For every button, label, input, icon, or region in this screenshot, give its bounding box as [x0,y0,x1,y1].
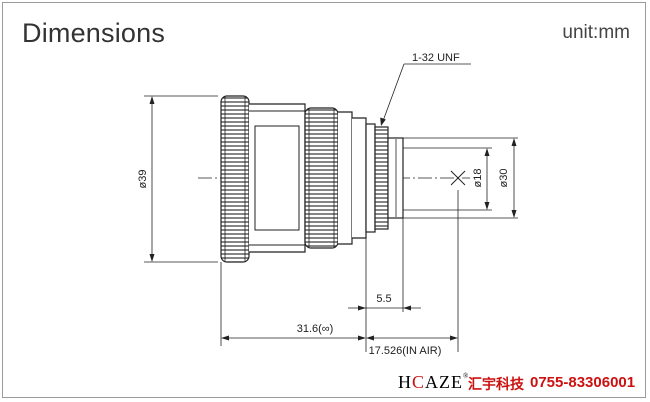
dim-length: 31.6(∞) [221,323,366,341]
front-focus-ring [220,95,250,263]
inner-diameter-label: ø18 [472,169,484,188]
dim-flange-depth: 5.5 [348,293,421,311]
flange-back-label: 17.526(IN AIR) [369,345,442,357]
diagram-frame [2,2,646,398]
outer-diameter-label: ø30 [498,169,510,188]
dim-overall-diameter: ø39 [137,95,218,263]
page-title: Dimensions [22,18,166,48]
dim-inner-diameter: ø18 [403,147,492,211]
unit-label: unit:mm [562,22,630,43]
phone-number: 0755-83306001 [530,374,636,391]
image-plane-marker [450,170,466,186]
flange-depth-label: 5.5 [376,293,391,305]
company-name: 汇宇科技 [468,377,524,393]
dim-flange-back: 17.526(IN AIR) [366,335,458,357]
iris-ring [304,107,339,249]
dim-outer-diameter: ø30 [403,137,518,219]
thread-label: 1-32 UNF [412,52,460,64]
length-label: 31.6(∞) [297,323,334,335]
overall-diameter-label: ø39 [137,170,149,189]
brand-logo: HCAZE® [398,372,470,392]
thread-callout: 1-32 UNF [380,52,471,126]
lens-mount [338,111,404,245]
lens-barrel [249,103,306,253]
